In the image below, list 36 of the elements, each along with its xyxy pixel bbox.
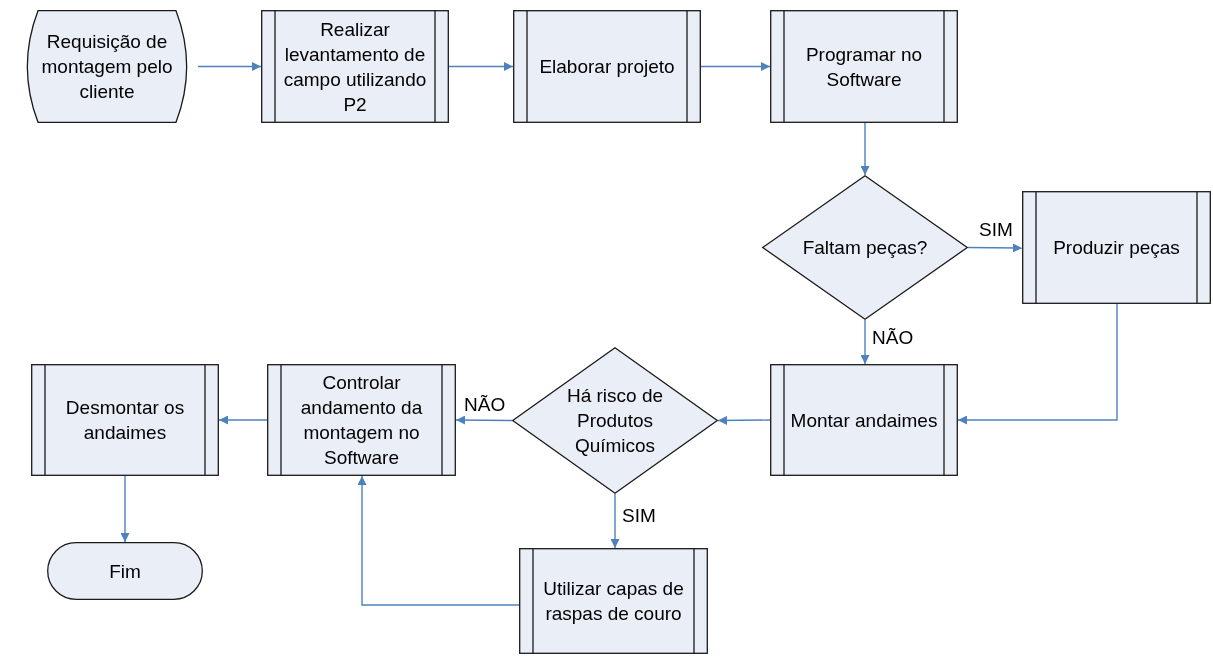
node-text: Produzir peças (1052, 236, 1181, 260)
node-text: Utilizar capas de raspas de couro (542, 577, 685, 626)
node-text: Há risco de Produtos Químicos (565, 384, 665, 458)
decision-diamond (512, 347, 718, 494)
arrow (120, 475, 130, 543)
node-text: Elaborar projeto (538, 55, 676, 79)
node-text: Programar no Software (804, 42, 924, 92)
node-text: Fim (108, 559, 142, 584)
process-box (1022, 191, 1211, 304)
arrow (967, 243, 1023, 253)
node-text: Faltam peças? (801, 236, 929, 260)
process-box (31, 364, 219, 476)
arrow (197, 62, 262, 71)
arrow (610, 493, 620, 549)
process-box (519, 548, 708, 654)
arrow (717, 415, 771, 425)
process-box (770, 364, 958, 476)
node-text: Montar andaimes (789, 408, 939, 433)
node-text: Realizar levantamento de campo utilizando P2 (282, 17, 428, 117)
node-text: Desmontar os andaimes (64, 396, 186, 445)
process-box (267, 364, 456, 476)
arrow (448, 62, 514, 71)
node-text: Controlar andamento da montagem no Software (299, 371, 424, 470)
arrow (860, 319, 870, 365)
arrow (700, 62, 771, 71)
arrow (860, 122, 870, 176)
arrow (957, 303, 1118, 425)
arrow (455, 415, 513, 425)
node-text: Requisição de montagem pelo cliente (40, 30, 174, 104)
end-terminal (47, 542, 203, 600)
process-box (770, 10, 958, 123)
process-box (513, 10, 701, 123)
arrow (218, 415, 268, 425)
process-box (261, 10, 449, 123)
decision-diamond (762, 175, 968, 320)
arrow (357, 475, 520, 606)
